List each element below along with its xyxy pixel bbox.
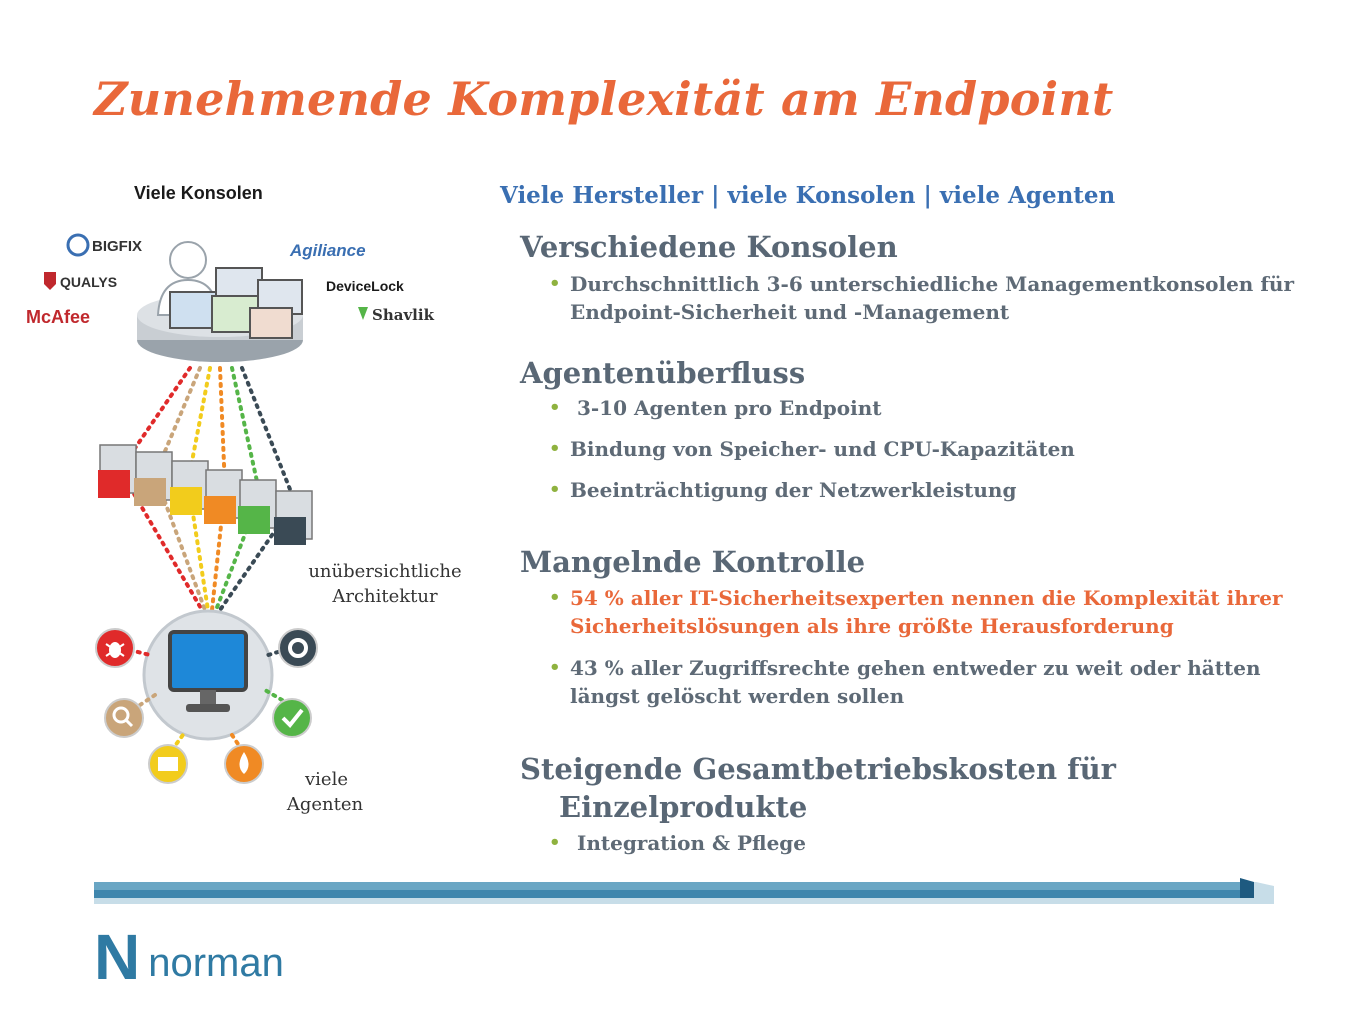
agents-label-line2: Agenten	[286, 794, 364, 815]
bullet-dot: •	[549, 479, 561, 500]
checkmark-icon	[272, 698, 312, 738]
bigfix-logo-text: BIGFIX	[92, 238, 142, 255]
endpoint-computer	[142, 609, 274, 741]
server-tan	[134, 451, 173, 506]
agent-icons	[95, 628, 318, 784]
norman-logo-text: norman	[148, 941, 284, 985]
server-yellow	[170, 460, 209, 515]
bullet-text: 43 % aller Zugriffsrechte gehen entweder…	[570, 656, 1261, 708]
heading-verschiedene-konsolen: Verschiedene Konsolen	[520, 230, 898, 264]
bullet-dot: •	[549, 397, 561, 418]
architecture-label: unübersichtliche Architektur	[300, 559, 470, 609]
qualys-logo-text: QUALYS	[60, 274, 117, 290]
vendor-logos: BIGFIX QUALYS McAfee Agiliance DeviceLoc…	[26, 233, 435, 327]
bullet-text: 54 % aller IT-Sicherheitsexperten nennen…	[570, 586, 1283, 638]
bullet-item: • Beeinträchtigung der Netzwerkleistung	[549, 476, 1340, 504]
heading-agentenueberfluss: Agentenüberfluss	[520, 356, 806, 390]
mcafee-logo: McAfee	[26, 307, 90, 327]
server-stack	[98, 444, 313, 545]
bullet-item: • Integration & Pflege	[549, 829, 1340, 857]
bullet-text: Integration & Pflege	[570, 831, 807, 855]
folder-icon	[148, 744, 188, 784]
bullet-item: • Bindung von Speicher- und CPU-Kapazitä…	[549, 435, 1340, 463]
bullet-item: • Durchschnittlich 3-6 unterschiedliche …	[549, 270, 1340, 326]
agiliance-logo: Agiliance	[289, 241, 366, 260]
slide-title: Zunehmende Komplexität am Endpoint	[94, 72, 1114, 126]
bullet-item-highlight: • 54 % aller IT-Sicherheitsexperten nenn…	[549, 584, 1330, 640]
architecture-label-line1: unübersichtliche	[308, 561, 462, 582]
norman-logo-mark: N	[94, 921, 141, 993]
footer-divider-bar	[94, 878, 1274, 904]
architecture-diagram: BIGFIX QUALYS McAfee Agiliance DeviceLoc…	[26, 233, 435, 784]
console-monitors-icon	[169, 267, 303, 339]
console-platform	[137, 241, 303, 362]
magnifier-icon	[104, 698, 144, 738]
bullet-text: Durchschnittlich 3-6 unterschiedliche Ma…	[570, 272, 1294, 324]
bullet-dot: •	[549, 587, 561, 608]
bullet-text: Beeinträchtigung der Netzwerkleistung	[570, 478, 1017, 502]
server-orange	[204, 469, 243, 524]
bullet-text: Bindung von Speicher- und CPU-Kapazitäte…	[570, 437, 1075, 461]
server-red	[98, 444, 137, 498]
bullet-dot: •	[549, 657, 561, 678]
architecture-label-line2: Architektur	[332, 586, 438, 607]
slide-subtitle: Viele Hersteller | viele Konsolen | viel…	[500, 182, 1116, 209]
diagram-top-label: Viele Konsolen	[134, 183, 263, 203]
bullet-dot: •	[549, 832, 561, 853]
bullet-text: 3-10 Agenten pro Endpoint	[570, 396, 882, 420]
bullet-dot: •	[549, 273, 561, 294]
qualys-logo: QUALYS	[44, 272, 117, 290]
heading-gesamtbetriebskosten: Steigende Gesamtbetriebskosten für	[520, 752, 1116, 786]
wrench-icon	[278, 628, 318, 668]
drop-icon	[224, 744, 264, 784]
bigfix-logo: BIGFIX	[66, 233, 142, 257]
bullet-dot: •	[549, 438, 561, 459]
agents-label-line1: viele	[305, 769, 348, 790]
bullet-item: • 3-10 Agenten pro Endpoint	[549, 394, 1340, 422]
server-dark	[274, 490, 313, 545]
agents-label: viele Agenten	[265, 767, 385, 817]
devicelock-logo: DeviceLock	[326, 278, 404, 294]
shavlik-logo-text: Shavlik	[372, 306, 435, 324]
heading-mangelnde-kontrolle: Mangelnde Kontrolle	[520, 545, 866, 579]
heading-gesamtbetriebskosten-line2: Einzelprodukte	[559, 790, 808, 824]
server-green	[238, 479, 277, 534]
bug-icon	[95, 628, 135, 668]
norman-logo: N norman	[94, 921, 284, 993]
bullet-item: • 43 % aller Zugriffsrechte gehen entwed…	[549, 654, 1270, 710]
shavlik-logo: Shavlik	[358, 306, 435, 324]
